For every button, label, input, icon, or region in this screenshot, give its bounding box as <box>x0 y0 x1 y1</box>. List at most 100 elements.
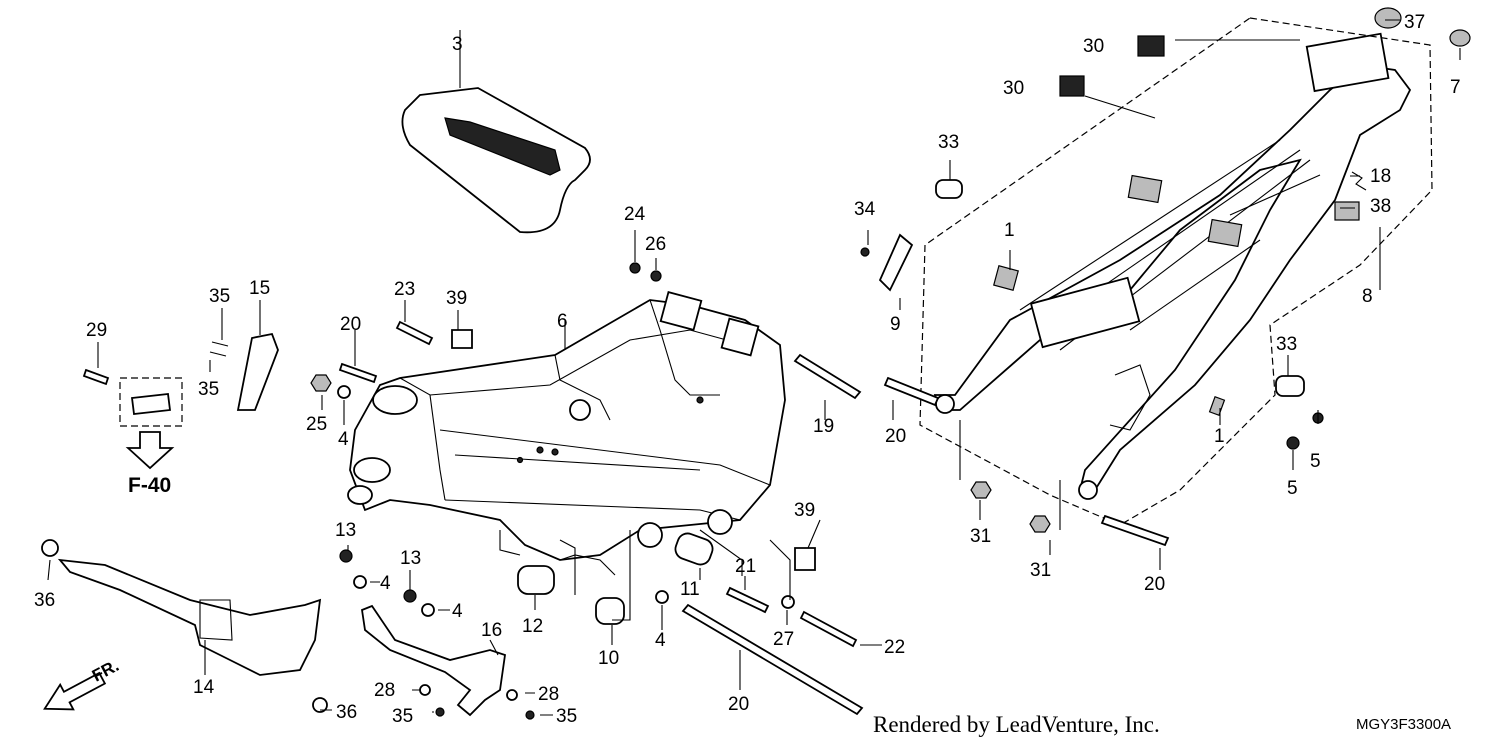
front-direction-arrow <box>43 671 107 711</box>
callout-37: 37 <box>1404 12 1425 33</box>
callout-32a: 31 <box>970 526 991 547</box>
callout-9: 9 <box>890 314 901 335</box>
callout-18: 18 <box>1370 166 1391 187</box>
pad-part-38 <box>1334 201 1360 221</box>
callout-7: 6 <box>557 311 568 332</box>
callout-28a: 28 <box>374 680 395 701</box>
nut-part-32a <box>970 481 992 499</box>
callout-36a: 36 <box>34 590 55 611</box>
callout-35b: 35 <box>198 379 219 400</box>
callout-33a: 33 <box>938 132 959 153</box>
bolt-part-39b <box>794 547 816 571</box>
callout-16: 15 <box>249 278 270 299</box>
callout-39a: 39 <box>446 288 467 309</box>
callout-8: 8 <box>1362 286 1373 307</box>
bolt-part-23 <box>799 610 858 648</box>
callout-29: 27 <box>773 629 794 650</box>
bracket-part-9 <box>878 233 914 292</box>
callout-15: 14 <box>193 677 215 698</box>
reference-label: F-40 <box>128 474 171 497</box>
screw-part-35b <box>525 710 535 720</box>
bolt-part-31 <box>82 368 110 386</box>
callout-20a: 20 <box>340 314 361 335</box>
washer-part-5a <box>337 385 351 399</box>
callout-numbers: 3 30 30 37 7 33 18 38 34 1 8 9 33 1 5 5 … <box>34 12 1461 727</box>
callout-6a: 5 <box>1310 451 1321 472</box>
callout-31: 29 <box>86 320 107 341</box>
bracket-part-16 <box>236 332 279 411</box>
screw-part-35a <box>435 707 445 717</box>
bolt-part-24 <box>395 320 434 346</box>
callout-21: 20 <box>728 694 749 715</box>
callout-1a: 1 <box>1004 220 1015 241</box>
bolt-part-34 <box>860 247 870 257</box>
nut-part-6b <box>1286 436 1300 450</box>
callout-34: 34 <box>854 199 876 220</box>
callout-30a: 30 <box>1083 36 1104 57</box>
plate-part-1a <box>993 265 1019 291</box>
callout-1b: 1 <box>1214 426 1225 447</box>
callout-38: 38 <box>1370 196 1391 217</box>
collar-part-12 <box>674 532 714 566</box>
washer-part-29 <box>781 595 795 609</box>
callout-23: 22 <box>884 637 905 658</box>
reference-arrow <box>125 431 175 470</box>
callout-13: 12 <box>522 616 543 637</box>
callout-6b: 5 <box>1287 478 1298 499</box>
washer-part-5b <box>655 590 669 604</box>
callout-4a: 4 <box>380 573 391 594</box>
drawing-code: MGY3F3300A <box>1356 716 1452 733</box>
washer-part-4a <box>353 575 367 589</box>
callout-36b: 36 <box>336 702 357 723</box>
rear-subframe-part <box>933 32 1412 500</box>
clip-part-30b <box>1059 75 1085 97</box>
callout-20c: 20 <box>1144 574 1165 595</box>
seat-pad-part <box>401 30 591 234</box>
washer-part-28a <box>419 684 431 696</box>
nut-part-32b <box>1029 515 1051 533</box>
callout-35d: 35 <box>556 706 577 727</box>
bolt-part-22 <box>725 586 770 614</box>
cap-part-37 <box>1374 7 1402 29</box>
bolt-part-20a <box>338 362 378 384</box>
callout-11: 10 <box>598 648 619 669</box>
plate-part-1b <box>1208 396 1226 416</box>
nut-part-26 <box>310 374 332 392</box>
callout-28b: 28 <box>538 684 559 705</box>
callout-35a: 35 <box>209 286 230 307</box>
rod-part-21 <box>681 603 864 716</box>
callout-25: 24 <box>624 204 646 225</box>
callout-33b: 33 <box>1276 334 1297 355</box>
callout-5b: 4 <box>655 630 666 651</box>
spring-part-18 <box>1351 171 1367 191</box>
callout-17: 16 <box>481 620 502 641</box>
callout-39b: 39 <box>794 500 815 521</box>
clip-part-30a <box>1137 35 1165 57</box>
bolt-part-39a <box>451 329 473 349</box>
screws-part-35 <box>209 341 229 357</box>
callout-5a: 4 <box>338 429 349 450</box>
bolt-part-19 <box>793 353 862 400</box>
callout-3: 3 <box>452 34 463 55</box>
callout-35c: 35 <box>392 706 413 727</box>
bracket-part-17 <box>361 604 506 717</box>
bolt-part-20c <box>1100 514 1170 547</box>
washer-part-28b <box>506 689 518 701</box>
nut-part-25 <box>629 262 641 274</box>
credit-text: Rendered by LeadVenture, Inc. <box>873 712 1160 737</box>
cap-part-10 <box>1449 29 1471 47</box>
callout-14b: 13 <box>400 548 421 569</box>
collar-part-13 <box>517 565 555 595</box>
main-frame-part <box>347 291 786 576</box>
nut-part-14a <box>339 549 353 563</box>
callout-22: 21 <box>735 556 756 577</box>
callout-27: 26 <box>645 234 666 255</box>
nut-part-14b <box>403 589 417 603</box>
callout-24: 23 <box>394 279 415 300</box>
leader-lines <box>47 19 1461 716</box>
washer-part-4b <box>421 603 435 617</box>
callout-4b: 4 <box>452 601 463 622</box>
collar-part-33a <box>935 179 963 199</box>
callout-30b: 30 <box>1003 78 1024 99</box>
